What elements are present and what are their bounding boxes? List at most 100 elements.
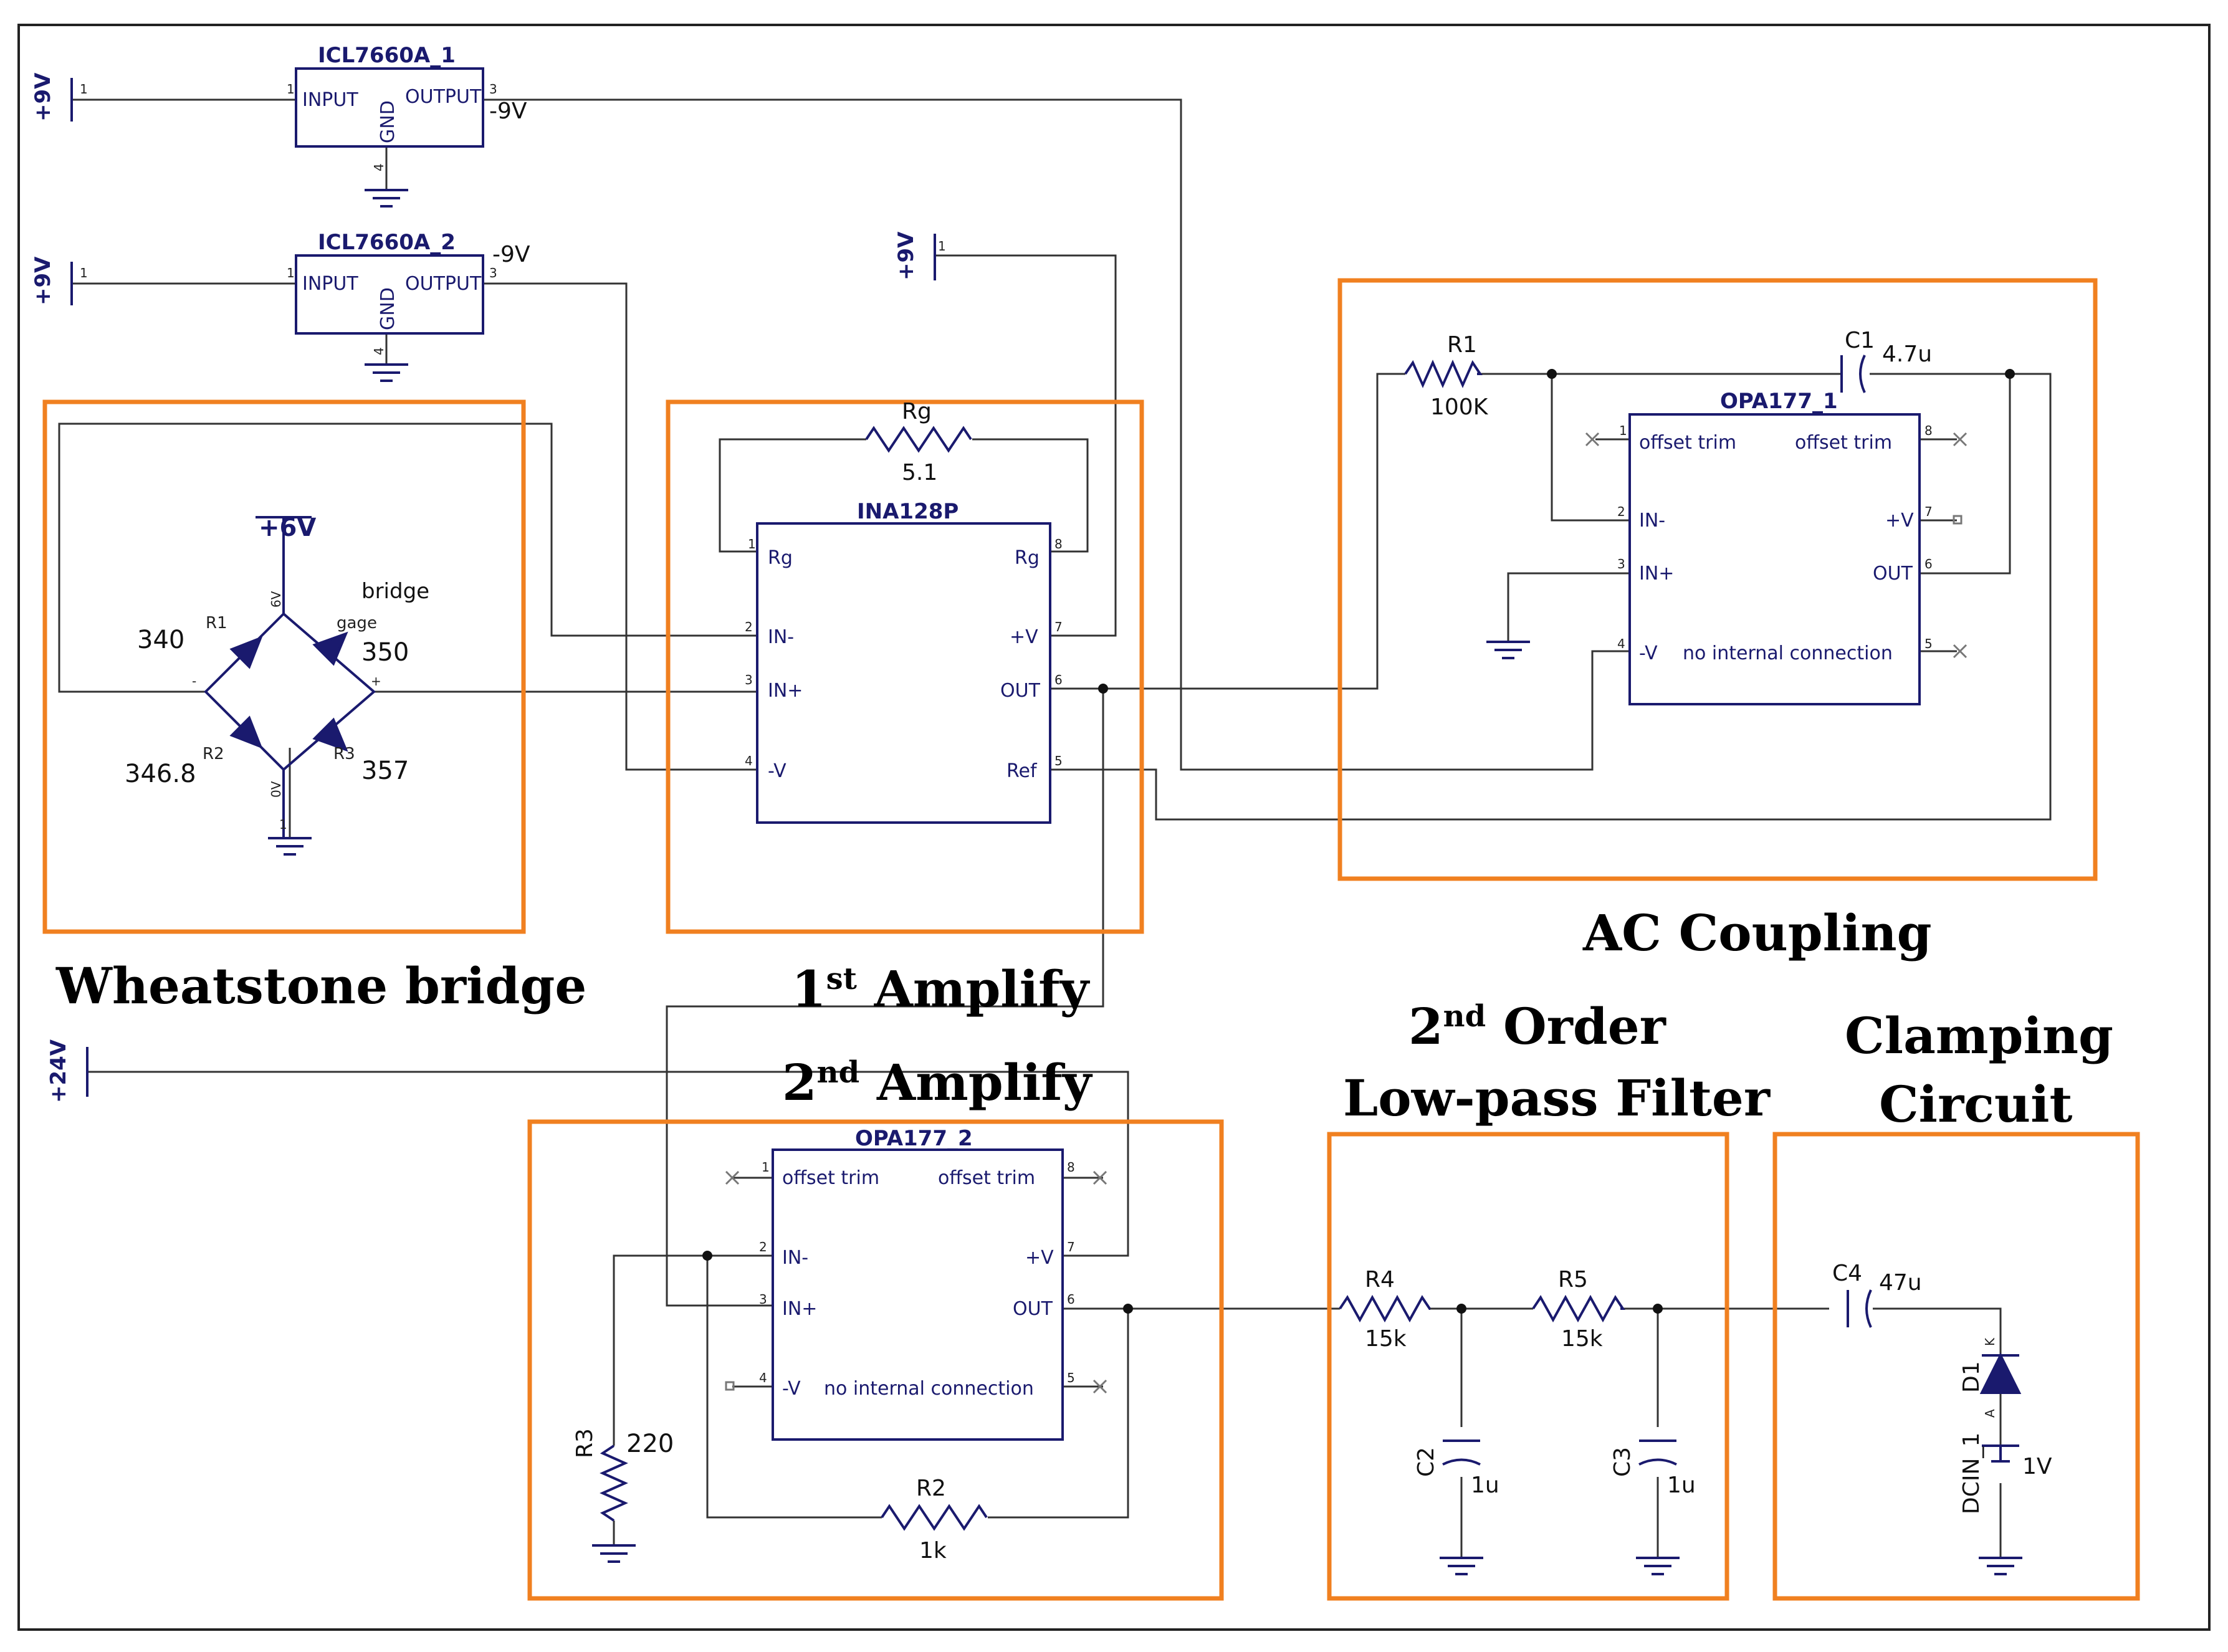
pin-num: 2 — [759, 1239, 767, 1254]
dcin-ref: DCIN_1 — [1959, 1433, 1984, 1514]
pin-num: 4 — [745, 753, 753, 768]
pin-num: 8 — [1054, 537, 1063, 551]
d1-diode — [1979, 1352, 2022, 1394]
section-amp1: 1st Amplify — [791, 960, 1091, 1018]
r5-ref: R5 — [1558, 1267, 1588, 1292]
r4-value: 15k — [1365, 1326, 1407, 1352]
pin-num: 3 — [1617, 556, 1625, 571]
block-wheatstone — [42, 399, 526, 934]
pin-label: no internal connection — [824, 1378, 1034, 1400]
junctions — [702, 369, 2015, 1314]
r3-resistor — [600, 1444, 628, 1522]
pin-num: 4 — [1617, 636, 1625, 651]
pin-label: INPUT — [302, 89, 358, 111]
block-amp1 — [666, 399, 1144, 934]
pin-label: OUT — [1873, 563, 1913, 585]
section-ac-coupling: AC Coupling — [1582, 904, 1932, 962]
pin-num: 1 — [287, 265, 295, 280]
pin-num: 1 — [287, 82, 295, 97]
no-connect-marks — [725, 432, 1967, 1394]
block-lpf — [1327, 1132, 1729, 1601]
pin-label: offset trim — [1639, 432, 1736, 454]
pin-num: 1 — [1619, 423, 1627, 438]
bridge-bottom-node: 0V — [269, 781, 284, 798]
pin-num: 1 — [748, 537, 756, 551]
r4-ref: R4 — [1365, 1267, 1395, 1292]
pin-label: OUTPUT — [405, 86, 482, 108]
r3-value: 220 — [626, 1430, 674, 1458]
rg-ref: Rg — [902, 399, 932, 424]
bridge-gage-label: gage — [337, 614, 377, 633]
c2-value: 1u — [1471, 1473, 1499, 1498]
bridge-r3-ref: R3 — [333, 745, 355, 763]
section-lpf-line2: Low-pass Filter — [1343, 1069, 1771, 1127]
r2-ref: R2 — [916, 1476, 946, 1501]
d1-ref: D1 — [1959, 1361, 1984, 1393]
r5-resistor — [1532, 1294, 1625, 1323]
pin-num: 4 — [371, 163, 386, 171]
bridge-gage-value: 350 — [361, 638, 409, 667]
pin-num: 1 — [279, 817, 287, 832]
pin-label: +V — [1025, 1247, 1054, 1269]
bridge-r2-ref: R2 — [203, 745, 224, 763]
pin-label: -V — [782, 1378, 801, 1400]
d1-cathode: K — [1982, 1337, 1997, 1346]
pin-num: 5 — [1067, 1370, 1075, 1385]
bridge-minus: - — [192, 674, 196, 689]
opa177-2: OPA177_2 offset trim offset trim IN- IN+… — [759, 1126, 1075, 1441]
chip-name: OPA177_1 — [1720, 389, 1838, 414]
ground-symbols — [268, 189, 2022, 1575]
rail-m9v-2: -9V — [492, 242, 530, 267]
pin-num: 3 — [489, 82, 497, 97]
c1-ref: C1 — [1845, 328, 1875, 353]
pin-label: GND — [377, 100, 399, 143]
block-clamp — [1772, 1132, 2140, 1601]
bridge-r1-ref: R1 — [206, 614, 227, 633]
pin-label: INPUT — [302, 273, 358, 295]
bridge-r1-value: 340 — [137, 626, 184, 654]
pin-label: offset trim — [782, 1167, 879, 1189]
c1-value: 4.7u — [1882, 341, 1932, 367]
r1-resistor — [1404, 360, 1483, 388]
pin-label: IN- — [782, 1247, 808, 1269]
rail-p6v: +6V — [259, 513, 316, 542]
c2-capacitor — [1442, 1440, 1481, 1466]
pin-label: IN+ — [782, 1298, 817, 1320]
c2-ref: C2 — [1413, 1447, 1439, 1477]
bridge-diamond — [204, 612, 376, 838]
pin-label: IN- — [1639, 510, 1665, 532]
r2-resistor — [881, 1504, 988, 1531]
r1-value: 100K — [1430, 394, 1489, 420]
section-amp2: 2nd Amplify — [782, 1053, 1093, 1112]
chip-name: OPA177_2 — [855, 1126, 973, 1151]
c3-ref: C3 — [1610, 1447, 1635, 1477]
icl7660a-1: ICL7660A_1 INPUT OUTPUT GND 1 3 4 — [287, 43, 497, 171]
section-clamp-line1: Clamping — [1845, 1006, 2113, 1065]
pin-label: Rg — [768, 547, 793, 569]
pin-label: GND — [377, 287, 399, 330]
pin-label: IN- — [768, 626, 794, 648]
rail-p9v-2: +9V — [31, 256, 55, 305]
chip-name: INA128P — [857, 499, 959, 524]
icl7660a-2: ICL7660A_2 INPUT OUTPUT GND 1 3 4 — [287, 230, 497, 355]
outer-frame — [17, 24, 2211, 1631]
block-ac-coupling — [1337, 278, 2098, 881]
pin-num: 7 — [1924, 504, 1933, 519]
chip-name: ICL7660A_1 — [318, 43, 456, 68]
pin-num: 1 — [938, 239, 946, 254]
section-clamp-line2: Circuit — [1879, 1075, 2072, 1134]
pin-num: 1 — [80, 265, 88, 280]
pin-label: Ref — [1006, 760, 1038, 782]
wires — [58, 98, 2052, 1558]
ina128p: INA128P Rg IN- IN+ -V Rg +V OUT Ref 1 2 … — [745, 499, 1063, 824]
pin-label: IN+ — [1639, 563, 1674, 585]
pin-num: 3 — [745, 672, 753, 687]
r4-resistor — [1339, 1294, 1431, 1323]
pin-label: no internal connection — [1683, 642, 1893, 664]
pin-num: 4 — [759, 1370, 767, 1385]
block-amp2 — [527, 1119, 1224, 1601]
pin-num: 2 — [745, 619, 753, 634]
pin-label: +V — [1885, 510, 1914, 532]
section-wheatstone: Wheatstone bridge — [55, 957, 586, 1015]
pin-label: OUT — [1000, 680, 1041, 702]
